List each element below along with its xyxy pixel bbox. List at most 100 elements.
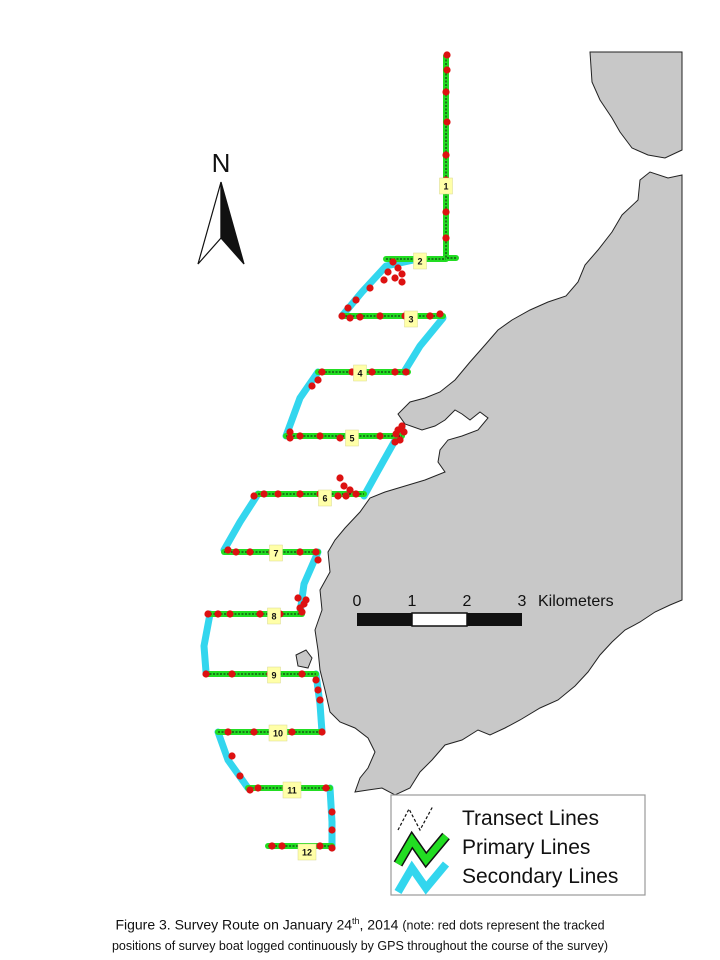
gps-dot-33 — [286, 428, 294, 436]
gps-dot-81 — [224, 728, 232, 736]
gps-dot-84 — [318, 728, 326, 736]
caption-title: Figure 3. Survey Route on January 24 — [115, 916, 353, 933]
gps-dot-55 — [342, 492, 350, 500]
transect-label-box-3 — [404, 310, 418, 328]
gps-dot-79 — [314, 686, 322, 694]
gps-dot-8 — [442, 234, 450, 242]
gps-dot-32 — [308, 382, 316, 390]
coastline-land — [295, 51, 683, 796]
gps-dot-35 — [296, 432, 304, 440]
small-island — [295, 649, 313, 669]
secondary-line-1 — [338, 255, 422, 320]
gps-dot-14 — [398, 278, 406, 286]
transect-label-9: 9 — [267, 666, 281, 684]
gps-dot-91 — [268, 842, 276, 850]
scale-tick-3: 3 — [518, 593, 527, 610]
figure-caption: Figure 3. Survey Route on January 24th, … — [10, 912, 710, 956]
gps-dot-51 — [336, 474, 344, 482]
gps-dot-61 — [296, 548, 304, 556]
transect-label-5: 5 — [345, 429, 359, 447]
gps-dot-19 — [338, 312, 346, 320]
transect-label-text-11: 11 — [287, 786, 297, 796]
transect-label-box-2 — [413, 252, 427, 270]
gps-dot-16 — [366, 284, 374, 292]
transect-label-3: 3 — [404, 310, 418, 328]
gps-dot-57 — [224, 546, 232, 554]
gps-dot-94 — [328, 844, 336, 852]
legend: Transect Lines Primary Lines Secondary L… — [390, 794, 646, 896]
caption-note-1: (note: red dots represent the tracked — [402, 918, 605, 933]
gps-dot-47 — [260, 490, 268, 498]
gps-dot-34 — [286, 434, 294, 442]
gps-dot-43 — [400, 428, 408, 436]
scale-units: Kilometers — [538, 593, 614, 610]
gps-dot-72 — [302, 596, 310, 604]
gps-dot-93 — [316, 842, 324, 850]
legend-transect-label: Transect Lines — [462, 807, 599, 830]
transect-label-box-4 — [353, 364, 367, 382]
transect-label-8: 8 — [267, 607, 281, 625]
gps-dot-90 — [322, 784, 330, 792]
transect-label-text-3: 3 — [408, 315, 413, 325]
gps-dot-36 — [316, 432, 324, 440]
transect-label-box-11 — [282, 781, 302, 799]
legend-secondary-label: Secondary Lines — [462, 865, 618, 888]
transect-label-box-8 — [267, 607, 281, 625]
transect-label-box-6 — [318, 489, 332, 507]
scale-tick-2: 2 — [463, 593, 472, 610]
north-label: N — [212, 148, 231, 178]
gps-dot-24 — [426, 312, 434, 320]
transect-label-11: 11 — [282, 781, 302, 799]
transect-label-10: 10 — [268, 724, 288, 742]
gps-dot-25 — [436, 310, 444, 318]
north-arrow-icon: N — [197, 148, 245, 265]
gps-dot-29 — [402, 368, 410, 376]
transect-label-box-12 — [297, 843, 317, 861]
gps-dot-82 — [250, 728, 258, 736]
gps-dot-22 — [376, 312, 384, 320]
gps-dot-73 — [298, 608, 306, 616]
gps-dot-15 — [380, 276, 388, 284]
transect-label-1: 1 — [439, 177, 453, 195]
gps-dot-95 — [328, 826, 336, 834]
transect-label-2: 2 — [413, 252, 427, 270]
legend-primary-label: Primary Lines — [462, 836, 590, 859]
gps-dot-17 — [352, 296, 360, 304]
scale-tick-1: 1 — [408, 593, 417, 610]
gps-dot-27 — [368, 368, 376, 376]
transect-label-4: 4 — [353, 364, 367, 382]
gps-dot-3 — [442, 88, 450, 96]
caption-sup: th — [352, 916, 360, 926]
transect-label-text-12: 12 — [302, 848, 312, 858]
gps-dot-53 — [346, 486, 354, 494]
gps-dot-10 — [394, 264, 402, 272]
gps-dot-31 — [314, 376, 322, 384]
gps-dot-67 — [256, 610, 264, 618]
gps-dot-52 — [340, 482, 348, 490]
gps-dot-86 — [236, 772, 244, 780]
secondary-lines-icon — [394, 860, 450, 895]
gps-dot-85 — [228, 752, 236, 760]
gps-dot-75 — [228, 670, 236, 678]
transect-label-6: 6 — [318, 489, 332, 507]
gps-dot-18 — [344, 304, 352, 312]
gps-dot-9 — [389, 258, 397, 266]
transect-label-text-2: 2 — [417, 257, 422, 267]
gps-dot-74 — [202, 670, 210, 678]
transect-label-text-6: 6 — [322, 494, 327, 504]
transect-label-text-4: 4 — [357, 369, 362, 379]
gps-dot-12 — [384, 268, 392, 276]
gps-dot-54 — [352, 490, 360, 498]
transect-label-text-10: 10 — [273, 729, 283, 739]
gps-dot-21 — [356, 313, 364, 321]
secondary-line-8 — [312, 670, 326, 736]
transect-label-text-8: 8 — [271, 612, 276, 622]
transect-label-text-9: 9 — [271, 671, 276, 681]
gps-dot-64 — [204, 610, 212, 618]
gps-dot-78 — [312, 676, 320, 684]
gps-dot-59 — [246, 548, 254, 556]
secondary-line-5 — [220, 490, 262, 554]
gps-dot-87 — [246, 786, 254, 794]
gps-dot-62 — [312, 548, 320, 556]
secondary-line-7 — [200, 610, 214, 676]
